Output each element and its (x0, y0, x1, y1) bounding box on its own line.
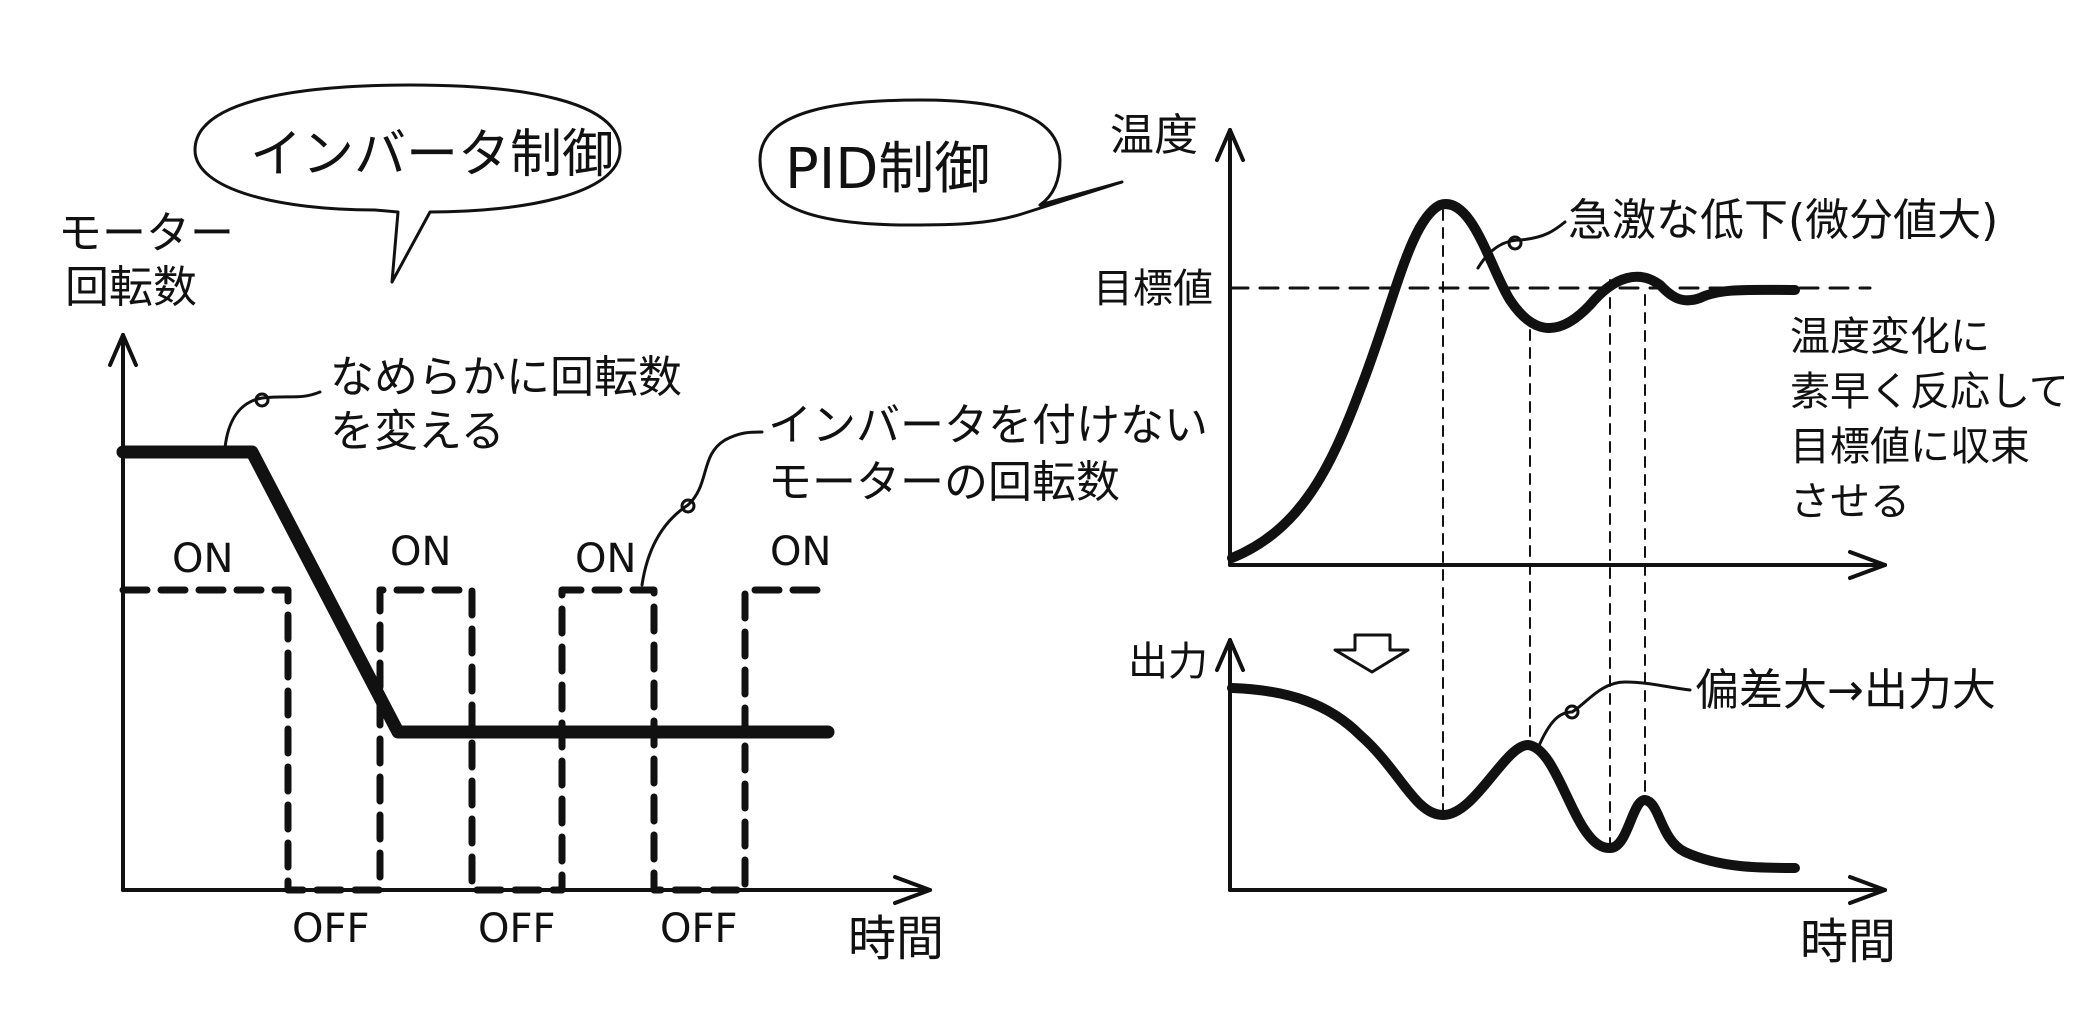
no-inverter-note-dot (680, 498, 696, 514)
inverter-x-axis-label: 時間 (848, 911, 944, 967)
no-inverter-note-leader (640, 430, 764, 587)
inverter-x-arrowhead (893, 875, 932, 905)
on-label-2: ON (390, 529, 451, 575)
inverter-y-arrowhead (108, 333, 138, 367)
inverter-bubble-text: インバータ制御 (250, 125, 614, 185)
smooth-note-line-1: なめらかに回転数 (330, 352, 682, 403)
pid-temp-y-arrowhead (1215, 128, 1245, 162)
pid-drop-note-dot (1507, 235, 1523, 251)
pid-convergence-note-line-3: 目標値に収束 (1790, 424, 2030, 470)
smooth-note-line-2: を変える (330, 406, 505, 457)
pid-temp-axis-label: 温度 (1110, 110, 1198, 161)
off-label-1: OFF (292, 906, 370, 952)
smooth-note-dot (254, 392, 270, 408)
pid-drop-note: 急激な低下(微分値大) (1568, 195, 1998, 246)
pid-deviation-note-dot (1564, 704, 1580, 720)
pid-target-label: 目標値 (1093, 266, 1213, 312)
pid-output-y-arrowhead (1215, 638, 1245, 672)
off-label-3: OFF (660, 906, 738, 952)
inverter-y-axis-label-2: 回転数 (65, 262, 197, 313)
pid-bubble-text: PID制御 (785, 137, 990, 202)
inverter-y-axis-label-1: モーター (58, 208, 234, 259)
pid-output-x-arrowhead (1848, 875, 1887, 905)
pid-x-axis-label: 時間 (1800, 914, 1896, 970)
on-label-3: ON (575, 536, 636, 582)
pid-temp-x-arrowhead (1848, 550, 1887, 580)
pid-deviation-note-leader (1536, 680, 1692, 750)
on-label-1: ON (172, 536, 233, 582)
pid-output-axis-label: 出力 (1128, 639, 1208, 685)
pid-convergence-note-line-4: させる (1790, 479, 1910, 525)
off-label-2: OFF (478, 906, 556, 952)
smooth-note-leader (223, 390, 322, 450)
pid-bubble-shape (758, 98, 1124, 227)
down-arrow-icon (1333, 633, 1410, 674)
pid-deviation-note: 偏差大→出力大 (1695, 665, 1996, 716)
no-inverter-note-line-2: モーターの回転数 (768, 457, 1120, 508)
pid-temperature-curve (1227, 199, 1800, 563)
pid-output-curve (1227, 683, 1800, 873)
onoff-speed-curve (119, 586, 832, 894)
on-label-4: ON (770, 529, 831, 575)
no-inverter-note-line-1: インバータを付けない (768, 400, 1208, 451)
pid-convergence-note-line-1: 温度変化に (1790, 314, 1990, 360)
inverter-bubble-shape (193, 83, 622, 284)
inverter-speed-curve (116, 445, 835, 739)
pid-convergence-note-line-2: 素早く反応して (1790, 369, 2069, 415)
